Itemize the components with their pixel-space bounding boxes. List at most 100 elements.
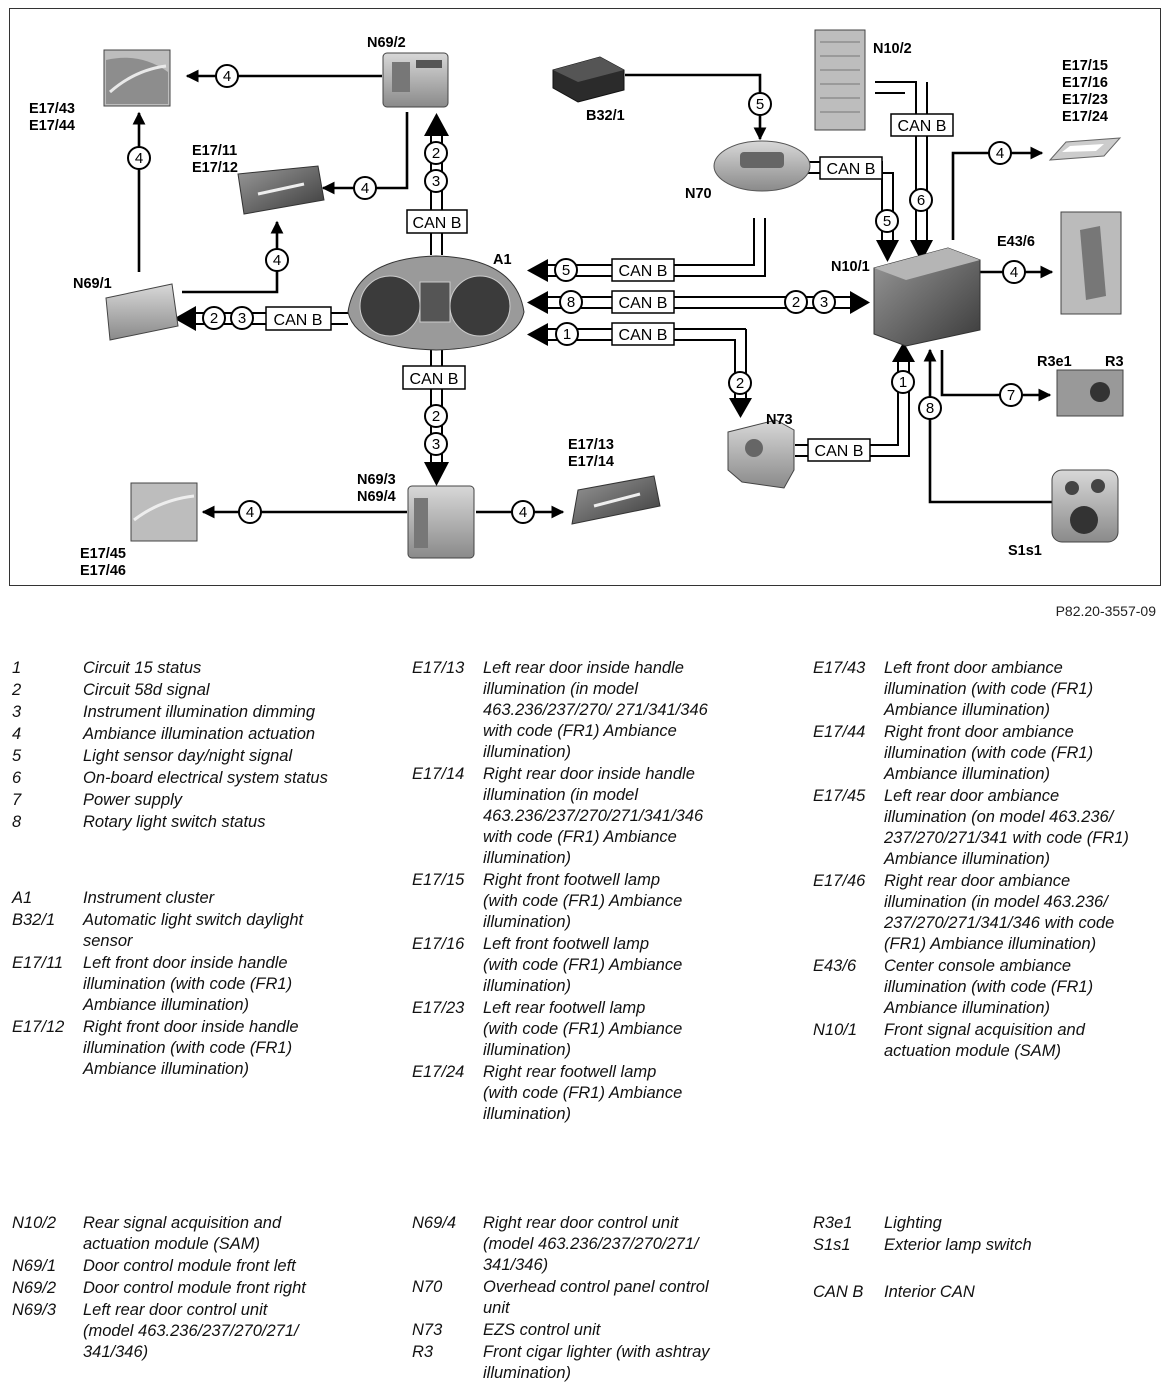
legend-description-line: Right rear door ambiance [884,872,1071,890]
legend-description-line: Circuit 58d signal [83,681,210,699]
legend-description: Ambiance illumination actuation [83,724,397,745]
can-box-n73: CAN B [807,438,871,462]
legend-code: N73 [412,1321,443,1339]
signal-circle: 4 [1002,260,1026,284]
svg-text:2: 2 [210,310,218,327]
legend-description-line: illumination) [483,1105,572,1123]
legend-description-line: Instrument illumination dimming [83,703,316,721]
legend-description-line: Right front door ambiance [884,723,1074,741]
ezs-n73-image [727,419,795,489]
legend-code: E17/15 [412,871,465,889]
label-e17-46: E17/46 [80,563,126,579]
signal-circle: 3 [812,290,836,314]
legend-description-line: illumination) [483,1364,572,1382]
legend-code: N10/2 [12,1214,57,1232]
legend-description-line: illumination) [483,913,572,931]
overhead-panel-n70-image [713,140,811,192]
legend-code: E17/12 [12,1018,65,1036]
legend-description: On-board electrical system status [83,768,397,789]
svg-text:3: 3 [820,294,828,311]
legend-description-line: with code (FR1) Ambiance [483,828,677,846]
legend-description-line: actuation module (SAM) [83,1235,260,1253]
legend-code: N10/1 [813,1021,858,1039]
svg-text:2: 2 [432,408,440,425]
legend-description-line: Ambiance illumination) [884,701,1050,719]
can-box-left: CAN B [265,306,332,331]
label-a1: A1 [493,252,512,268]
legend-description-line: Exterior lamp switch [884,1236,1032,1254]
signal-circle: 4 [511,500,535,524]
legend-description-line: Interior CAN [884,1283,975,1301]
legend-description-line: Lighting [884,1214,942,1232]
legend-description: Left front footwell lamp(with code (FR1)… [483,934,802,997]
legend-description-line: illumination) [483,1041,572,1059]
legend-code: N69/2 [12,1279,57,1297]
signal-circle: 3 [230,306,254,330]
handle-e17-11-image [237,165,325,215]
legend-description-line: Right front footwell lamp [483,871,660,889]
legend-entry: 1 Circuit 15 status [12,658,397,679]
cigar-lighter-r3-image [1056,369,1124,417]
instrument-cluster-a1-image [347,255,525,351]
can-box-line8: CAN B [611,290,675,314]
label-e17-23: E17/23 [1062,92,1108,108]
label-s1s1: S1s1 [1008,543,1042,559]
legend-description: Center console ambiance illumination (wit… [884,956,1163,1019]
legend-description-line: Left front door ambiance [884,659,1063,677]
can-label: CAN B [410,371,459,388]
console-e43-6-image [1060,211,1122,315]
legend-description-line: Automatic light switch daylight [83,911,304,929]
label-e17-13: E17/13 [568,437,614,453]
signal-circle: 4 [988,141,1012,165]
label-e17-44: E17/44 [29,118,75,134]
signal-circle: 4 [238,500,262,524]
legend-description-line: illumination (with code (FR1) [884,978,1094,996]
legend-description-line: Right front door inside handle [83,1018,299,1036]
legend-description-line: Ambiance illumination) [884,765,1050,783]
svg-text:8: 8 [926,400,934,417]
svg-text:4: 4 [223,68,231,85]
legend-description-line: Circuit 15 status [83,659,202,677]
svg-text:4: 4 [361,180,369,197]
svg-text:4: 4 [273,252,281,269]
legend-description-line: illumination) [483,743,572,761]
legend-description-line: Door control module front left [83,1257,296,1275]
legend-description: Right front door inside handle illuminati… [83,1017,397,1080]
legend-description: Interior CAN [884,1282,1163,1303]
door-panel-image [103,49,171,107]
label-r3: R3 [1105,354,1124,370]
legend-description: Circuit 15 status [83,658,397,679]
signal-circle: 6 [909,188,933,212]
legend-description: Power supply [83,790,397,811]
legend-description-line: illumination (with code (FR1) [83,1039,293,1057]
legend-code: 1 [12,659,22,677]
can-label: CAN B [898,118,947,135]
legend-code: A1 [12,889,33,907]
legend-description-line: Center console ambiance [884,957,1072,975]
svg-text:3: 3 [432,436,440,453]
legend-description-line: 463.236/237/270/ 271/341/346 [483,701,708,719]
legend-description-line: (with code (FR1) Ambiance [483,1020,683,1038]
legend-description-line: Light sensor day/night signal [83,747,293,765]
legend-description: EZS control unit [483,1320,802,1341]
svg-text:2: 2 [432,145,440,162]
legend-description-line: (model 463.236/237/270/271/ [83,1322,299,1340]
